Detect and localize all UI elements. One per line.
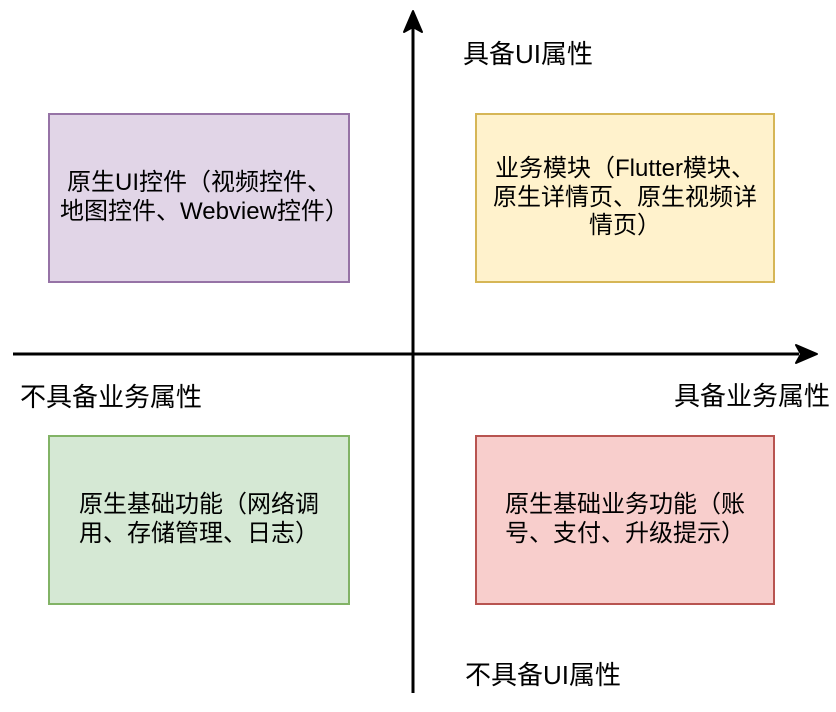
quadrant-box-label: 原生基础功能（网络调用、存储管理、日志） <box>79 491 319 547</box>
quadrant-box-native-ui-controls: 原生UI控件（视频控件、地图控件、Webview控件） <box>48 113 350 283</box>
up-arrowhead-icon <box>403 10 423 33</box>
right-arrowhead-icon <box>795 344 818 364</box>
axis-label-bottom: 不具备UI属性 <box>465 660 622 690</box>
quadrant-box-business-modules: 业务模块（Flutter模块、原生详情页、原生视频详情页） <box>475 113 775 283</box>
axis-label-right: 具备业务属性 <box>673 381 830 411</box>
quadrant-box-native-basic-business-functions: 原生基础业务功能（账号、支付、升级提示） <box>475 435 775 605</box>
quadrant-box-label: 业务模块（Flutter模块、原生详情页、原生视频详情页） <box>493 154 757 240</box>
quadrant-box-label: 原生基础业务功能（账号、支付、升级提示） <box>505 491 745 547</box>
axis-label-top: 具备UI属性 <box>463 39 594 69</box>
quadrant-box-native-basic-functions: 原生基础功能（网络调用、存储管理、日志） <box>48 435 350 605</box>
quadrant-box-label: 原生UI控件（视频控件、地图控件、Webview控件） <box>60 169 349 225</box>
axis-label-left: 不具备业务属性 <box>20 382 203 412</box>
